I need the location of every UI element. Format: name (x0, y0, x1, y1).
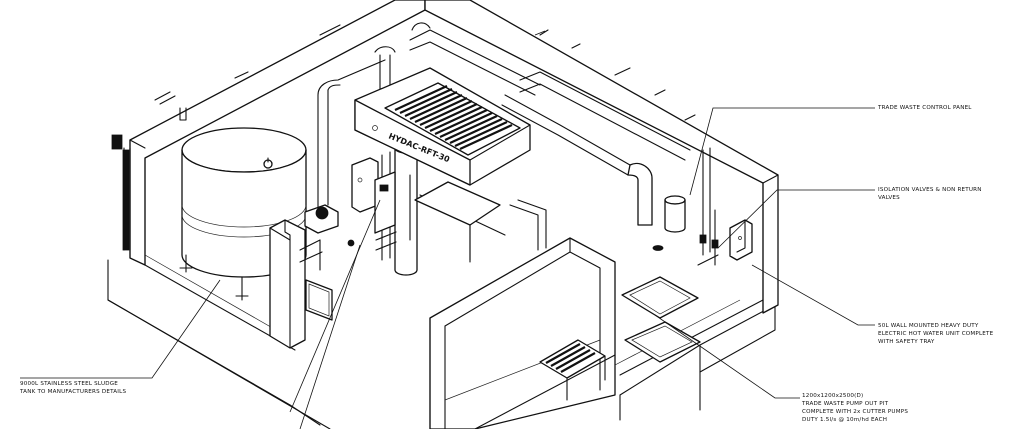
standpipe (394, 142, 418, 276)
floor-hatch-2 (624, 321, 701, 363)
pit-grate (539, 339, 606, 401)
callout-line: WITH SAFETY TRAY (878, 339, 935, 345)
right-wall (424, 0, 779, 314)
filter-grille (394, 85, 513, 150)
unit-stand (409, 174, 506, 263)
pump-assembly (299, 204, 339, 271)
callout-isolation-valves: ISOLATION VALVES & NON RETURN VALVES (878, 186, 982, 202)
callout-hot-water-unit: 50L WALL MOUNTED HEAVY DUTY ELECTRIC HOT… (878, 322, 993, 346)
callout-sludge-tank: 9000L STAINLESS STEEL SLUDGE TANK TO MAN… (20, 380, 126, 396)
floor-hatch-1 (621, 276, 699, 319)
isolation-valves (697, 147, 719, 266)
callout-line: TANK TO MANUFACTURERS DETAILS (20, 389, 127, 395)
callout-line: COMPLETE WITH 2x CUTTER PUMPS (802, 409, 909, 415)
base-slab (107, 259, 776, 429)
callout-line: DUTY 1.5l/s @ 10m/hd EACH (802, 417, 888, 423)
valve-stack (347, 151, 397, 261)
callout-line: 1200x1200x2500(D) (802, 393, 864, 399)
leader-lines (20, 107, 875, 429)
control-panel-box (729, 219, 753, 261)
callout-pump-out-pit: 1200x1200x2500(D) TRADE WASTE PUMP OUT P… (802, 392, 908, 424)
floor-drain (652, 245, 664, 251)
right-wall-pipes (534, 29, 696, 121)
callout-line: ISOLATION VALVES & NON RETURN (878, 187, 982, 193)
column-post (269, 219, 306, 349)
right-pipes (409, 22, 691, 251)
left-wall-rail (111, 134, 131, 251)
hot-water-unit (664, 195, 686, 233)
callout-line: TRADE WASTE CONTROL PANEL (878, 105, 972, 111)
treatment-unit: HYDAC-RFT-30 (354, 67, 531, 186)
callout-control-panel: TRADE WASTE CONTROL PANEL (878, 104, 972, 112)
left-wall-pipes (154, 24, 341, 121)
pump-out-pit (429, 237, 616, 429)
callout-line: 50L WALL MOUNTED HEAVY DUTY (878, 323, 979, 329)
callout-line: TRADE WASTE PUMP OUT PIT (802, 401, 889, 407)
callout-line: VALVES (878, 195, 900, 201)
front-pipes (289, 404, 321, 426)
callout-line: ELECTRIC HOT WATER UNIT COMPLETE (878, 331, 994, 337)
wall-frame (305, 279, 333, 321)
callout-line: 9000L STAINLESS STEEL SLUDGE (20, 381, 119, 387)
